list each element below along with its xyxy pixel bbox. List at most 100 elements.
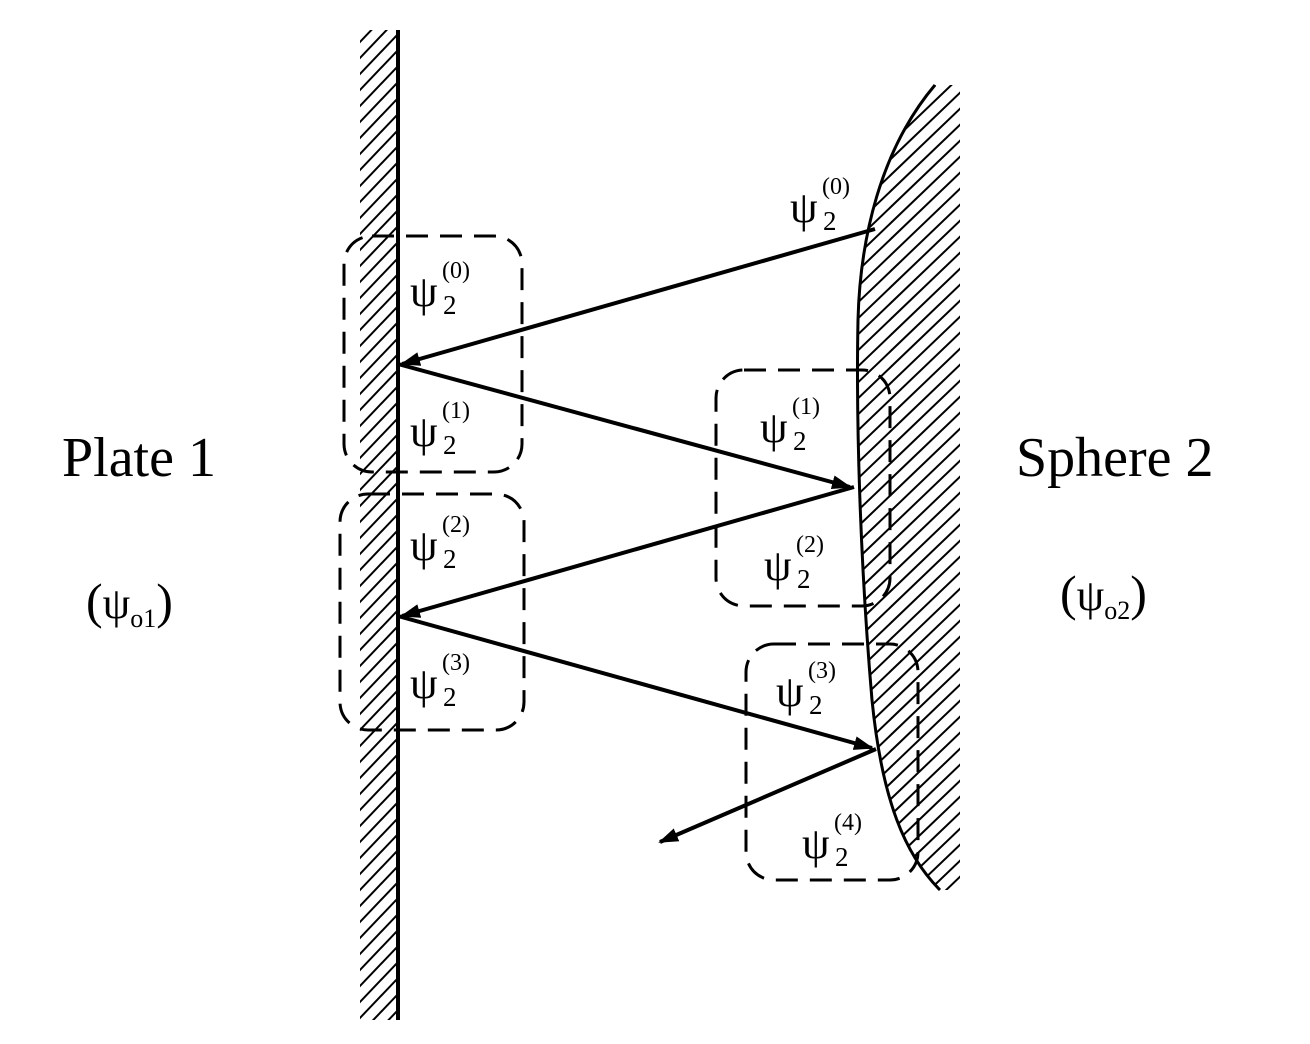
hatch-line bbox=[857, 855, 960, 890]
hatch-line bbox=[857, 359, 960, 471]
reflection-arrow-0 bbox=[400, 227, 876, 366]
svg-text:2: 2 bbox=[443, 544, 457, 574]
hatch-line bbox=[857, 407, 960, 519]
hatch-line bbox=[360, 736, 398, 780]
hatch-line bbox=[360, 448, 398, 492]
hatch-line bbox=[857, 871, 960, 890]
svg-text:2: 2 bbox=[443, 290, 457, 320]
hatch-line bbox=[360, 304, 398, 348]
hatch-line bbox=[360, 416, 398, 460]
hatch-line bbox=[360, 400, 398, 444]
svg-text:ψ: ψ bbox=[760, 403, 788, 452]
hatch-line bbox=[360, 64, 398, 108]
hatch-line bbox=[857, 471, 960, 583]
hatch-line bbox=[857, 279, 960, 391]
sphere-2-surface bbox=[856, 84, 960, 892]
svg-text:ψ: ψ bbox=[410, 267, 438, 316]
sphere-dashed-box-1 bbox=[714, 368, 892, 608]
hatch-line bbox=[360, 192, 398, 236]
plate-1-surface bbox=[358, 30, 400, 1044]
hatch-line bbox=[857, 439, 960, 551]
hatch-line bbox=[857, 423, 960, 535]
hatch-line bbox=[360, 128, 398, 172]
hatch-line bbox=[857, 87, 960, 199]
hatch-line bbox=[857, 263, 960, 375]
sphere-label: Sphere 2 bbox=[1016, 427, 1214, 489]
psi-label-plate-box1-lower: ψ 2 (1) bbox=[410, 398, 470, 460]
hatch-line bbox=[360, 560, 398, 604]
hatch-line bbox=[360, 384, 398, 428]
hatch-line bbox=[857, 503, 960, 615]
hatch-line bbox=[360, 928, 398, 972]
hatch-line bbox=[857, 167, 960, 279]
hatch-line bbox=[857, 455, 960, 567]
hatch-line bbox=[360, 336, 398, 380]
svg-text:(1): (1) bbox=[442, 398, 470, 424]
hatch-line bbox=[857, 839, 960, 890]
hatch-line bbox=[360, 608, 398, 652]
hatch-line bbox=[360, 896, 398, 940]
hatch-line bbox=[360, 800, 398, 844]
hatch-line bbox=[857, 487, 960, 599]
svg-text:ψ: ψ bbox=[410, 407, 438, 456]
hatch-line bbox=[857, 535, 960, 647]
psi-label-plate-box2-lower: ψ 2 (3) bbox=[410, 650, 470, 712]
hatch-line bbox=[360, 480, 398, 524]
hatch-line bbox=[857, 679, 960, 791]
hatch-line bbox=[360, 160, 398, 204]
hatch-line bbox=[857, 551, 960, 663]
hatch-line bbox=[360, 80, 398, 124]
hatch-line bbox=[360, 880, 398, 924]
hatch-line bbox=[857, 519, 960, 631]
hatch-line bbox=[360, 704, 398, 748]
svg-text:(2): (2) bbox=[442, 512, 470, 538]
hatch-line bbox=[371, 992, 398, 1020]
psi-label-sphere-box2-upper: ψ 2 (3) bbox=[776, 658, 836, 720]
hatch-line bbox=[360, 432, 398, 476]
hatch-line bbox=[857, 151, 960, 263]
svg-text:(0): (0) bbox=[822, 174, 850, 200]
hatch-line bbox=[360, 592, 398, 636]
svg-text:2: 2 bbox=[809, 690, 823, 720]
psi-label-sphere-box2-lower: ψ 2 (4) bbox=[802, 810, 862, 872]
hatch-line bbox=[360, 624, 398, 668]
hatch-line bbox=[360, 816, 398, 860]
hatch-line bbox=[360, 176, 398, 220]
hatch-line bbox=[360, 656, 398, 700]
hatch-line bbox=[360, 672, 398, 716]
psi-label-sphere-box1-lower: ψ 2 (2) bbox=[764, 532, 824, 594]
hatch-line bbox=[857, 231, 960, 343]
psi-label-top: ψ 2 (0) bbox=[790, 174, 850, 236]
hatch-line bbox=[360, 784, 398, 828]
hatch-line bbox=[360, 240, 398, 284]
reflection-arrow-3 bbox=[397, 614, 874, 750]
hatch-line bbox=[358, 1040, 400, 1044]
hatch-line bbox=[857, 327, 960, 439]
hatch-line bbox=[360, 144, 398, 188]
hatch-line bbox=[360, 912, 398, 956]
svg-text:2: 2 bbox=[835, 842, 849, 872]
hatch-line bbox=[360, 688, 398, 732]
svg-text:2: 2 bbox=[443, 682, 457, 712]
hatch-line bbox=[360, 96, 398, 140]
hatch-line bbox=[857, 183, 960, 295]
hatch-line bbox=[857, 743, 960, 855]
psi-label-sphere-box1-upper: ψ 2 (1) bbox=[760, 394, 820, 456]
hatch-line bbox=[857, 119, 960, 231]
hatch-line bbox=[360, 944, 398, 988]
hatch-line bbox=[360, 320, 398, 364]
hatch-line bbox=[857, 759, 960, 871]
svg-text:(3): (3) bbox=[808, 658, 836, 684]
hatch-line bbox=[857, 311, 960, 423]
hatch-line bbox=[857, 391, 960, 503]
hatch-line bbox=[857, 103, 960, 215]
psi-label-plate-box2-upper: ψ 2 (2) bbox=[410, 512, 470, 574]
hatch-line bbox=[360, 720, 398, 764]
svg-text:ψ: ψ bbox=[410, 659, 438, 708]
plate-dashed-box-2 bbox=[338, 492, 526, 732]
svg-text:ψ: ψ bbox=[802, 819, 830, 868]
hatch-line bbox=[360, 32, 398, 76]
plate-dashed-box-1 bbox=[342, 234, 524, 474]
hatch-line bbox=[360, 352, 398, 396]
hatch-line bbox=[360, 496, 398, 540]
